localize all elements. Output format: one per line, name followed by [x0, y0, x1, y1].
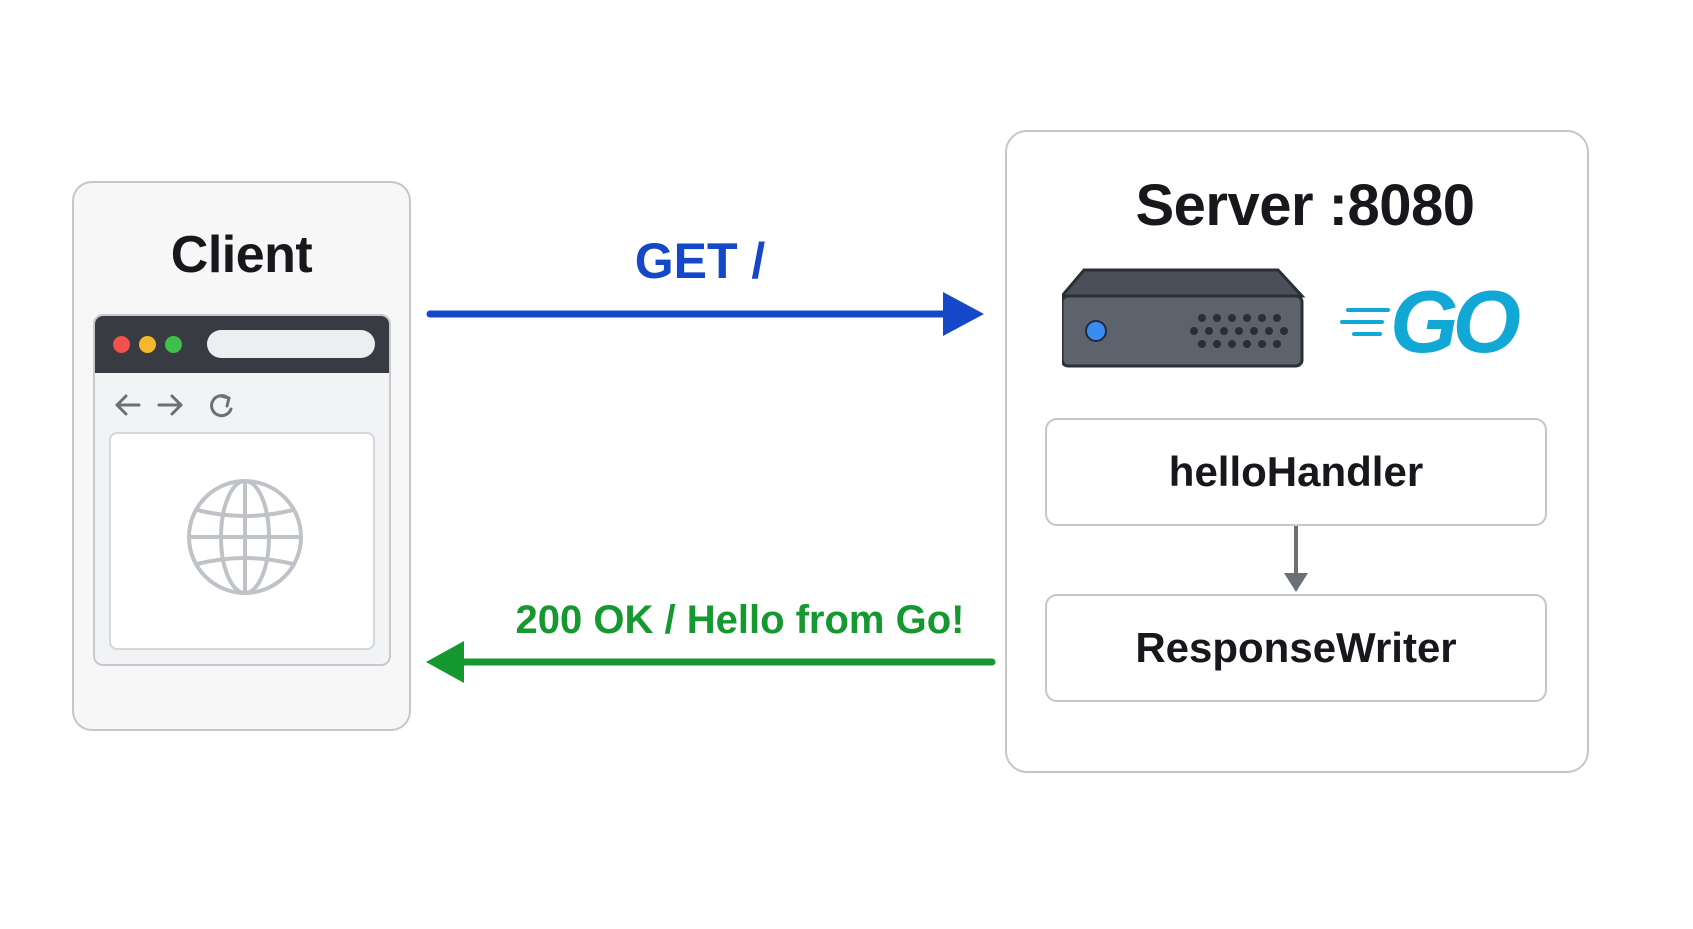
response-arrow: [426, 641, 996, 683]
request-label: GET /: [634, 233, 766, 289]
browser-title-bar: [95, 316, 389, 373]
handler-to-writer-arrow: [1284, 526, 1308, 592]
url-bar: [207, 330, 375, 358]
maximize-dot-icon: [165, 336, 182, 353]
globe-icon: [187, 479, 303, 595]
client-title: Client: [170, 226, 313, 284]
reload-icon: [210, 394, 233, 418]
browser-viewport: [109, 432, 375, 650]
server-rack-icon: [1062, 268, 1306, 368]
response-writer-box: ResponseWriter: [1045, 594, 1547, 702]
server-title: Server :8080: [1135, 173, 1475, 238]
arrow-left-icon: [115, 394, 141, 416]
go-logo-text: GO: [1390, 272, 1521, 371]
browser-nav-row: [113, 390, 253, 420]
response-label: 200 OK / Hello from Go!: [515, 598, 965, 642]
go-logo: GO: [1340, 278, 1530, 370]
request-arrow: [426, 292, 984, 336]
browser-window: [93, 314, 391, 666]
minimize-dot-icon: [139, 336, 156, 353]
hello-handler-box: helloHandler: [1045, 418, 1547, 526]
arrow-right-icon: [157, 394, 183, 416]
close-dot-icon: [113, 336, 130, 353]
